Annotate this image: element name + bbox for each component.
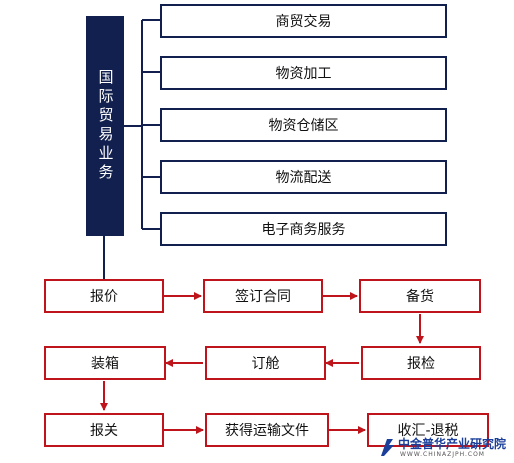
zjph-logo-icon	[381, 439, 394, 456]
step-inspection: 报检	[361, 346, 481, 380]
business-box-warehousing: 物资仓储区	[160, 108, 447, 142]
step-customs: 报关	[44, 413, 164, 447]
international-trade-bar: 国际贸易业务	[86, 16, 124, 236]
step-quote: 报价	[44, 279, 164, 313]
step-packing: 装箱	[44, 346, 166, 380]
watermark-title: 中金普华产业研究院	[398, 437, 507, 451]
business-box-ecommerce: 电子商务服务	[160, 212, 447, 246]
watermark: 中金普华产业研究院 WWW.CHINAZJPH.COM	[378, 432, 514, 462]
step-transport-docs: 获得运输文件	[205, 413, 329, 447]
step-book-shipping: 订舱	[205, 346, 326, 380]
business-box-trading: 商贸交易	[160, 4, 447, 38]
step-sign-contract: 签订合同	[203, 279, 323, 313]
step-prepare-goods: 备货	[359, 279, 481, 313]
business-box-processing: 物资加工	[160, 56, 447, 90]
business-box-logistics: 物流配送	[160, 160, 447, 194]
watermark-url: WWW.CHINAZJPH.COM	[400, 451, 485, 458]
